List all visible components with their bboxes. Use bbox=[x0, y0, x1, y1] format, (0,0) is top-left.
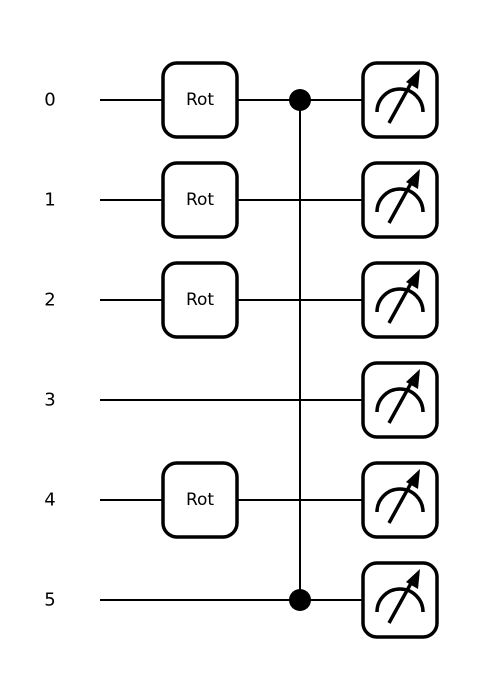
wire-label-1: 1 bbox=[44, 190, 55, 211]
wire-label-0: 0 bbox=[44, 90, 55, 111]
meter-arrowhead bbox=[406, 69, 420, 89]
wires-layer bbox=[100, 99, 400, 601]
control-dot-wire-0 bbox=[289, 89, 311, 111]
wire-label-2: 2 bbox=[44, 290, 55, 311]
meter-arrowhead bbox=[406, 469, 420, 489]
wire-label-3: 3 bbox=[44, 390, 55, 411]
measurement-gate-wire-3 bbox=[361, 361, 439, 439]
measurement-gate-wire-2 bbox=[361, 261, 439, 339]
rot-gate-wire-1: Rot bbox=[161, 161, 239, 239]
meter-icon bbox=[375, 269, 425, 324]
meter-arc bbox=[375, 87, 425, 113]
meter-icon bbox=[375, 69, 425, 124]
rot-gate-box bbox=[161, 461, 239, 539]
meter-arrowhead bbox=[406, 169, 420, 189]
meter-arc bbox=[375, 387, 425, 413]
measurement-gate-wire-0 bbox=[361, 61, 439, 139]
wire-label-4: 4 bbox=[44, 490, 55, 511]
rot-gate-wire-2: Rot bbox=[161, 261, 239, 339]
labels-layer: 0 1 2 3 4 5 bbox=[44, 90, 55, 611]
meter-arrowhead bbox=[406, 569, 420, 589]
meter-arc bbox=[375, 587, 425, 613]
rot-gate-label: Rot bbox=[186, 490, 214, 510]
meter-arrowhead bbox=[406, 269, 420, 289]
measurement-gate-wire-1 bbox=[361, 161, 439, 239]
rot-gate-box bbox=[161, 161, 239, 239]
meter-arc bbox=[375, 287, 425, 313]
rot-gate-box bbox=[161, 261, 239, 339]
rot-gate-label: Rot bbox=[186, 290, 214, 310]
rot-gate-wire-0: Rot bbox=[161, 61, 239, 139]
meter-icon bbox=[375, 569, 425, 624]
control-layer bbox=[289, 89, 311, 611]
meter-icon bbox=[375, 169, 425, 224]
meter-arc bbox=[375, 487, 425, 513]
measurement-gate-wire-4 bbox=[361, 461, 439, 539]
rot-gate-box bbox=[161, 61, 239, 139]
measurement-gate-wire-5 bbox=[361, 561, 439, 639]
meter-icon bbox=[375, 469, 425, 524]
meter-arc bbox=[375, 187, 425, 213]
rot-gate-label: Rot bbox=[186, 190, 214, 210]
rot-gate-label: Rot bbox=[186, 90, 214, 110]
control-dot-wire-5 bbox=[289, 589, 311, 611]
meter-icon bbox=[375, 369, 425, 424]
wire-label-5: 5 bbox=[44, 590, 55, 611]
rot-gate-wire-4: Rot bbox=[161, 461, 239, 539]
meter-arrowhead bbox=[406, 369, 420, 389]
